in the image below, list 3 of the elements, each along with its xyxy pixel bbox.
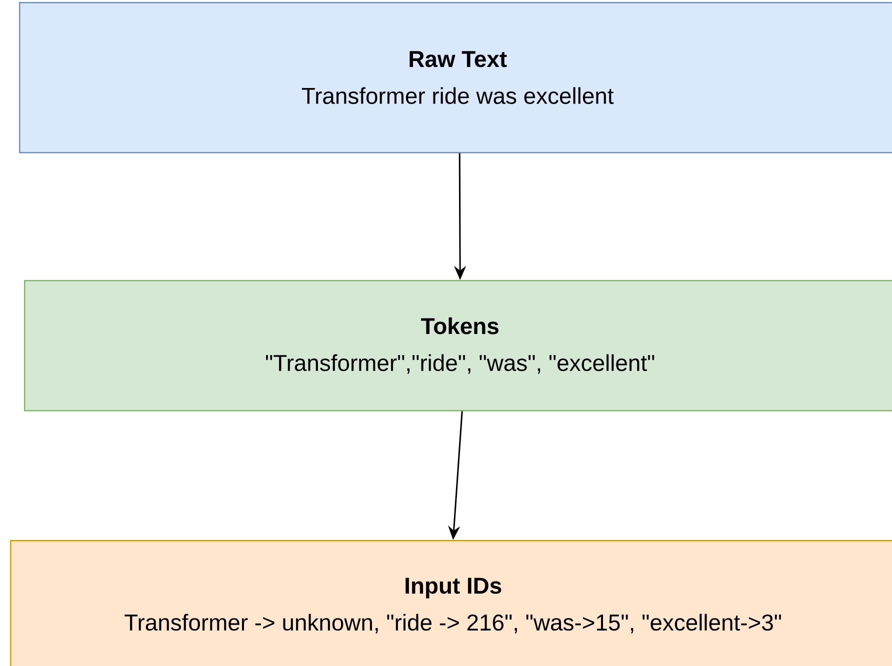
process-box: Tokens "Transformer","ride", "was", "excellent" bbox=[24, 280, 892, 412]
process-box: Raw Text Transformer ride was excellent bbox=[19, 2, 892, 154]
process-box: Input IDs Transformer -> unknown, "ride -> 216", "was->15", "excellent->3" bbox=[10, 540, 892, 666]
